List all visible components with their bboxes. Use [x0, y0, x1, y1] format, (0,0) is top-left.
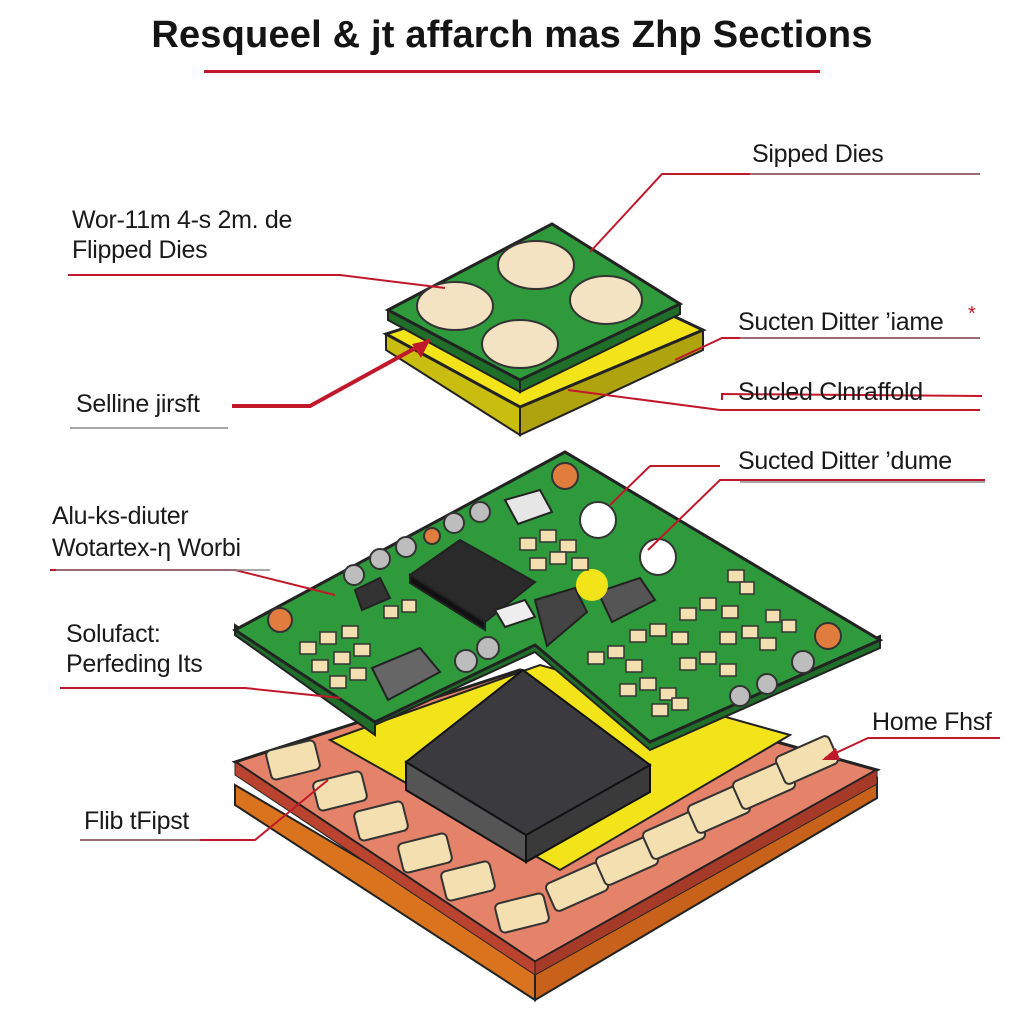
label-flipped-dies: Flipped Dies: [72, 236, 208, 264]
label-selline: Selline jirsft: [76, 390, 200, 418]
flipped-die-blobs: [416, 240, 643, 369]
label-sucted-ditter: Sucted Ditter ’dume: [738, 447, 952, 475]
label-sucled: Sucled Clnraffold: [738, 378, 923, 406]
selline-arrow: [232, 338, 431, 408]
label-alu-line1: Alu-ks-diuter: [52, 502, 189, 530]
leader-lines: [50, 173, 1000, 841]
label-underlines: [56, 173, 985, 841]
diagram-title: Resqueel & jt affarch mas Zhp Sections: [151, 14, 873, 56]
title-underline: [204, 70, 820, 73]
label-sipped-dies: Sipped Dies: [752, 140, 884, 168]
pcb-contact-dots: [267, 462, 842, 707]
home-fhsf-arrowhead: [822, 748, 840, 760]
substrate-pads-left: [265, 739, 550, 934]
label-solufact: Solufact:: [66, 620, 161, 648]
pcb-components: [353, 488, 657, 702]
pcb-smd-parts: [299, 529, 797, 717]
label-wor-line1: Wor-11m 4-s 2m. de: [72, 206, 293, 234]
substrate-pads-right: [545, 735, 839, 912]
main-die-chip: [404, 668, 652, 864]
label-flib: Flib tFipst: [84, 807, 190, 835]
label-alu-line2: Wotartex-η Worbi: [52, 534, 241, 562]
flipped-die-board: [384, 222, 684, 394]
label-home-fhsf: Home Fhsf: [872, 708, 992, 736]
label-asterisk: *: [968, 303, 976, 325]
label-sucten-ditter: Sucten Ditter ’iame: [738, 308, 944, 336]
label-perfeding: Perfeding Its: [66, 650, 203, 678]
